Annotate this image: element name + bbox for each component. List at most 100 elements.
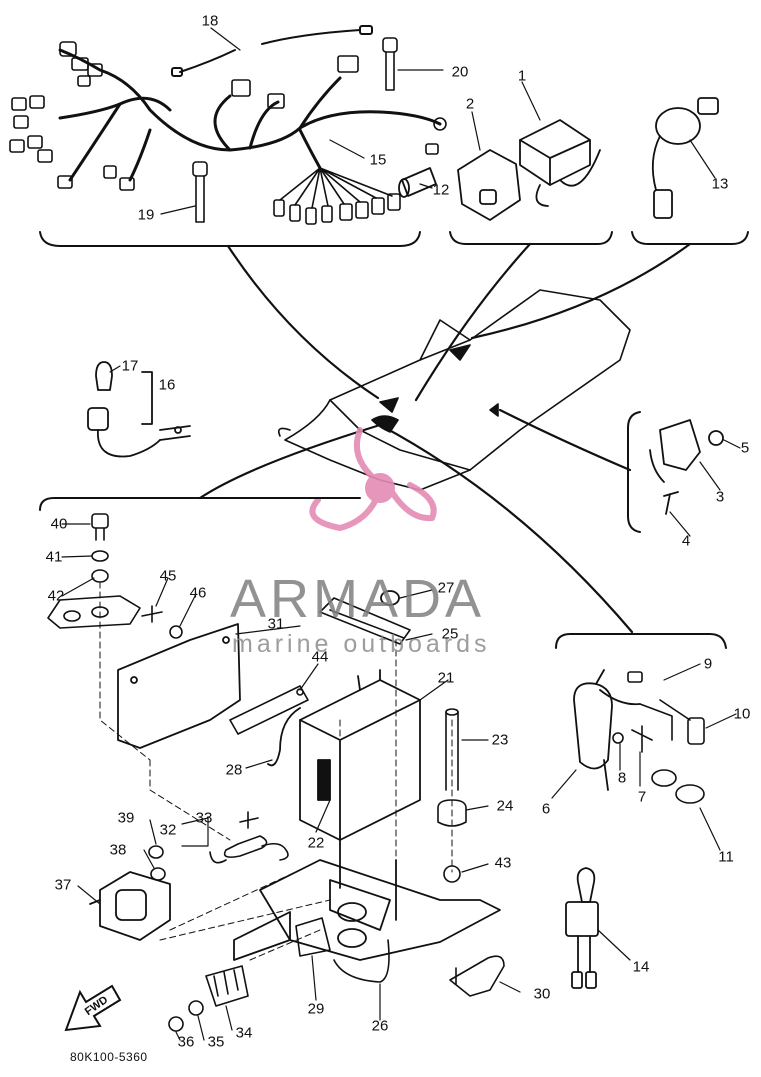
bracket-battery-group xyxy=(39,497,361,511)
callout-1: 1 xyxy=(517,67,527,85)
cable-tie-19 xyxy=(192,161,208,223)
callout-30: 30 xyxy=(533,985,551,1003)
callout-10: 10 xyxy=(733,705,751,723)
callout-45: 45 xyxy=(159,567,177,585)
callout-32: 32 xyxy=(159,821,177,839)
ground-lead xyxy=(87,361,191,458)
nut-38 xyxy=(150,867,166,881)
battery-band xyxy=(319,597,411,645)
bracket-rectifier-group xyxy=(627,411,641,533)
leader-lines xyxy=(61,27,741,1041)
bracket-30 xyxy=(449,955,505,997)
ignition-coil xyxy=(573,669,641,791)
callout-23: 23 xyxy=(491,731,509,749)
callout-28: 28 xyxy=(225,761,243,779)
washer-35 xyxy=(188,1000,204,1016)
callout-44: 44 xyxy=(311,648,329,666)
callout-14: 14 xyxy=(632,958,650,976)
callout-13: 13 xyxy=(711,175,729,193)
callout-25: 25 xyxy=(441,625,459,643)
callout-21: 21 xyxy=(437,669,455,687)
callout-38: 38 xyxy=(109,841,127,859)
callout-22: 22 xyxy=(307,834,325,852)
nut-36 xyxy=(168,1016,184,1032)
callout-37: 37 xyxy=(54,876,72,894)
callout-5: 5 xyxy=(740,439,750,457)
fuse-holder xyxy=(209,811,289,864)
rectifier xyxy=(649,419,724,515)
damper-27 xyxy=(380,590,400,606)
callout-24: 24 xyxy=(496,797,514,815)
callout-36: 36 xyxy=(177,1033,195,1051)
spark-plug-cap xyxy=(639,699,705,745)
part-number-label: 80K100-5360 xyxy=(70,1050,148,1064)
callout-12: 12 xyxy=(432,181,450,199)
breather-pipe xyxy=(445,708,459,791)
callout-19: 19 xyxy=(137,206,155,224)
cable-tie-20 xyxy=(382,37,398,91)
bolt-39 xyxy=(148,845,164,859)
callout-27: 27 xyxy=(437,579,455,597)
callout-41: 41 xyxy=(45,548,63,566)
callout-6: 6 xyxy=(541,800,551,818)
terminal-cover xyxy=(205,965,249,1007)
washer-42 xyxy=(91,569,109,583)
bolt-45 xyxy=(141,605,163,623)
cdi-cover xyxy=(457,149,521,221)
callout-39: 39 xyxy=(117,809,135,827)
callout-4: 4 xyxy=(681,532,691,550)
cap xyxy=(398,167,437,198)
wire-harness xyxy=(58,48,442,182)
callout-11: 11 xyxy=(718,848,734,866)
terminal-9 xyxy=(627,671,643,683)
pointer-lines xyxy=(198,242,692,634)
main-switch xyxy=(651,97,719,219)
watermark-logo xyxy=(309,427,437,531)
starter-relay xyxy=(89,871,171,941)
callout-46: 46 xyxy=(189,584,207,602)
callout-7: 7 xyxy=(637,788,647,806)
bolt-40 xyxy=(91,513,109,541)
callout-43: 43 xyxy=(494,854,512,872)
wire-lead xyxy=(171,25,373,77)
callout-40: 40 xyxy=(50,515,68,533)
battery-cover-31 xyxy=(117,623,241,749)
bracket-cdi-group xyxy=(449,231,613,245)
caps-11 xyxy=(651,769,705,804)
nut-46 xyxy=(169,625,183,639)
assembly-dash-lines xyxy=(99,581,453,961)
rod-26 xyxy=(333,939,390,983)
bracket-harness-group xyxy=(39,231,421,247)
washer-8 xyxy=(612,732,624,744)
battery-tray xyxy=(233,835,501,961)
callout-31: 31 xyxy=(267,615,285,633)
battery xyxy=(267,669,421,841)
callout-35: 35 xyxy=(207,1033,225,1051)
callout-15: 15 xyxy=(369,151,387,169)
bolt-7 xyxy=(631,725,653,753)
bracket-29 xyxy=(295,917,331,957)
callout-26: 26 xyxy=(371,1017,389,1035)
cdi-unit xyxy=(519,119,601,207)
bracket-coil-group xyxy=(555,633,727,649)
callout-16: 16 xyxy=(158,376,176,394)
callout-29: 29 xyxy=(307,1000,325,1018)
callout-34: 34 xyxy=(235,1024,253,1042)
toggle-switch xyxy=(565,867,599,989)
callout-8: 8 xyxy=(617,769,627,787)
callout-42: 42 xyxy=(47,587,65,605)
hull-body xyxy=(277,289,631,491)
callout-9: 9 xyxy=(703,655,713,673)
harness-terminal-fan xyxy=(273,167,401,225)
watermark-title: ARMADA xyxy=(230,569,486,629)
nut-43 xyxy=(443,865,461,883)
callout-33: 33 xyxy=(195,809,213,827)
washer-41 xyxy=(91,550,109,562)
grommet-24 xyxy=(437,799,467,827)
harness-connectors xyxy=(9,41,447,225)
watermark-subtitle: marine outboards xyxy=(232,630,491,658)
callout-20: 20 xyxy=(451,63,469,81)
callout-2: 2 xyxy=(465,95,475,113)
